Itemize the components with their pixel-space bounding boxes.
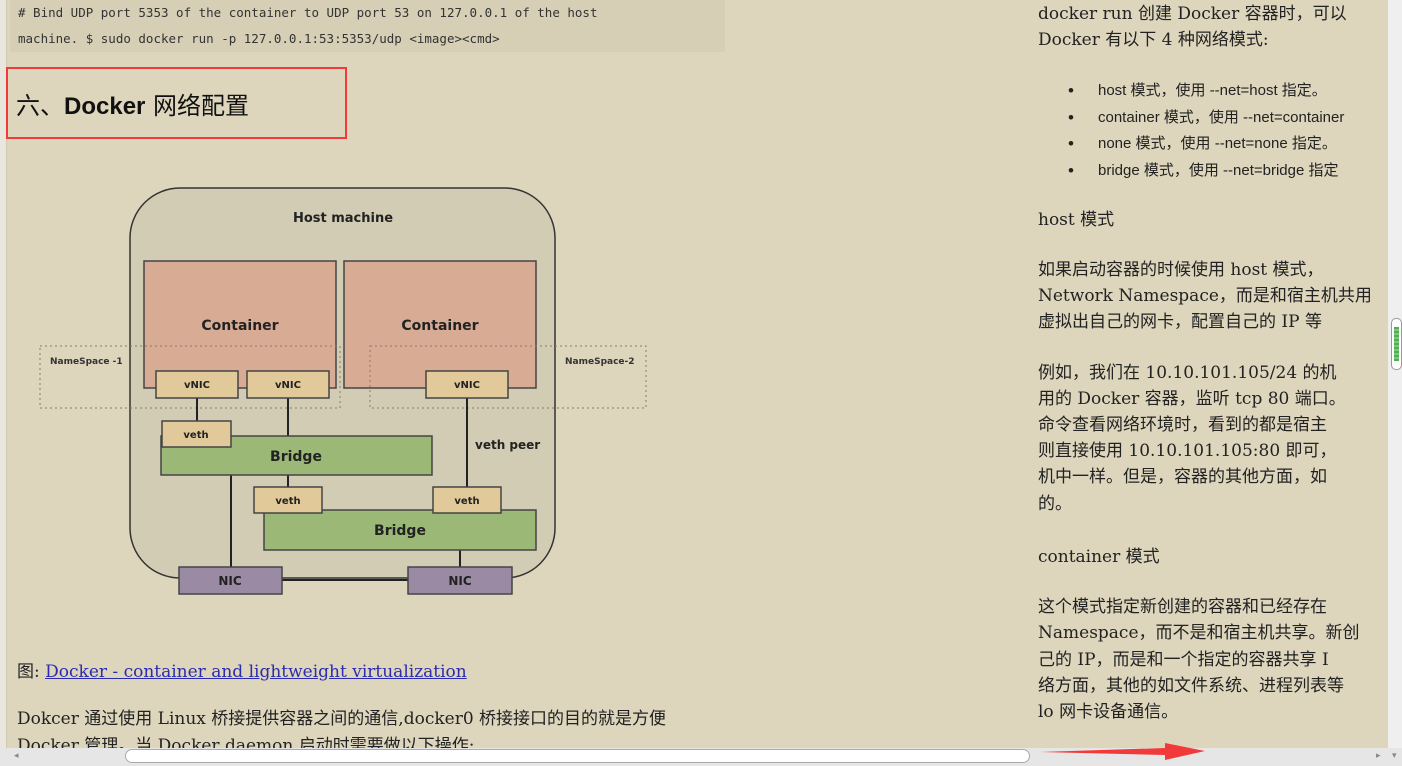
right-pane: docker run 创建 Docker 容器时，可以 Docker 有以下 4…	[1038, 0, 1388, 748]
mode-item: bridge 模式，使用 --net=bridge 指定	[1068, 158, 1338, 184]
scroll-down-icon[interactable]: ▾	[1392, 751, 1397, 761]
vnic-box-3	[425, 370, 509, 399]
highlight-box	[6, 67, 347, 139]
intro-line: Docker 有以下 4 种网络模式:	[1038, 30, 1269, 50]
namespace-1-box	[39, 345, 341, 409]
figure-caption: 图: Docker - container and lightweight vi…	[17, 657, 467, 682]
text-line: 则直接使用 10.10.101.105:80 即可，	[1038, 441, 1337, 461]
vnic-box-1	[155, 370, 239, 399]
container-label-2: Container	[401, 318, 478, 334]
vertical-scroll-thumb[interactable]	[1391, 318, 1402, 370]
text-line: 如果启动容器的时候使用 host 模式，	[1038, 260, 1324, 280]
bridge-box-2	[263, 509, 537, 551]
intro-line: docker run 创建 Docker 容器时，可以	[1038, 4, 1347, 24]
text-line: 机中一样。但是，容器的其他方面，如	[1038, 467, 1327, 487]
code-line: # Bind UDP port 5353 of the container to…	[18, 5, 598, 20]
text-line: Network Namespace，而是和宿主机共用	[1038, 286, 1372, 306]
veth-label-1: veth	[183, 430, 208, 441]
scroll-left-icon[interactable]: ◂	[14, 751, 19, 761]
text-line: 己的 IP，而是和一个指定的容器共享 I	[1038, 650, 1329, 670]
container-box-1	[143, 260, 337, 389]
scroll-right-icon[interactable]: ▸	[1376, 751, 1381, 761]
vnic-label-3: vNIC	[454, 380, 480, 391]
caption-prefix: 图:	[17, 662, 46, 682]
nic-label-2: NIC	[448, 574, 472, 588]
container-label-1: Container	[201, 318, 278, 334]
text-line: 络方面，其他的如文件系统、进程列表等	[1038, 676, 1344, 696]
nic-box-2	[407, 566, 513, 595]
container-mode-title: container 模式	[1038, 547, 1160, 567]
section-heading: 六、Docker 网络配置	[16, 86, 249, 121]
code-line: machine. $ sudo docker run -p 127.0.0.1:…	[18, 31, 500, 46]
bridge-label-1: Bridge	[270, 449, 322, 465]
veth-box-1	[161, 420, 232, 448]
vnic-label-2: vNIC	[275, 380, 301, 391]
text-line: 例如，我们在 10.10.101.105/24 的机	[1038, 363, 1337, 383]
heading-bold: Docker	[64, 93, 146, 120]
vnic-label-1: vNIC	[184, 380, 210, 391]
text-line: 这个模式指定新创建的容器和已经存在	[1038, 597, 1327, 617]
text-line: lo 网卡设备通信。	[1038, 702, 1179, 722]
namespace-1-label: NameSpace -1	[50, 357, 123, 367]
nic-label-1: NIC	[218, 574, 242, 588]
veth-label-3: veth	[454, 496, 479, 507]
host-label: Host machine	[293, 211, 393, 226]
left-edge	[0, 0, 7, 748]
text-line: 虚拟出自己的网卡，配置自己的 IP 等	[1038, 312, 1322, 332]
text-line: Namespace，而不是和宿主机共享。新创	[1038, 623, 1360, 643]
veth-box-2	[253, 486, 323, 514]
veth-box-3	[432, 486, 502, 514]
vertical-scrollbar[interactable]	[1388, 0, 1402, 748]
veth-label-2: veth	[275, 496, 300, 507]
code-block: # Bind UDP port 5353 of the container to…	[10, 0, 725, 52]
text-line: 命令查看网络环境时，看到的都是宿主	[1038, 415, 1327, 435]
veth-peer-label: veth peer	[475, 438, 540, 452]
namespace-2-label: NameSpace-2	[565, 357, 635, 367]
text-line: 的。	[1038, 494, 1072, 514]
vnic-box-2	[246, 370, 330, 399]
heading-suffix: 网络配置	[145, 92, 250, 120]
bridge-label-2: Bridge	[374, 523, 426, 539]
host-mode-title: host 模式	[1038, 210, 1115, 230]
horizontal-scroll-thumb[interactable]	[125, 749, 1030, 763]
namespace-2-box	[369, 345, 647, 409]
heading-prefix: 六、	[16, 92, 64, 120]
caption-link[interactable]: Docker - container and lightweight virtu…	[45, 662, 467, 682]
mode-item: container 模式，使用 --net=container	[1068, 105, 1344, 131]
red-arrow-icon	[1040, 743, 1205, 760]
mode-item: host 模式，使用 --net=host 指定。	[1068, 78, 1327, 104]
docker-network-diagram: Host machine Container Container NameSpa…	[39, 187, 647, 595]
nic-box-1	[178, 566, 283, 595]
mode-item: none 模式，使用 --net=none 指定。	[1068, 131, 1337, 157]
text-line: 用的 Docker 容器，监听 tcp 80 端口。	[1038, 389, 1346, 409]
